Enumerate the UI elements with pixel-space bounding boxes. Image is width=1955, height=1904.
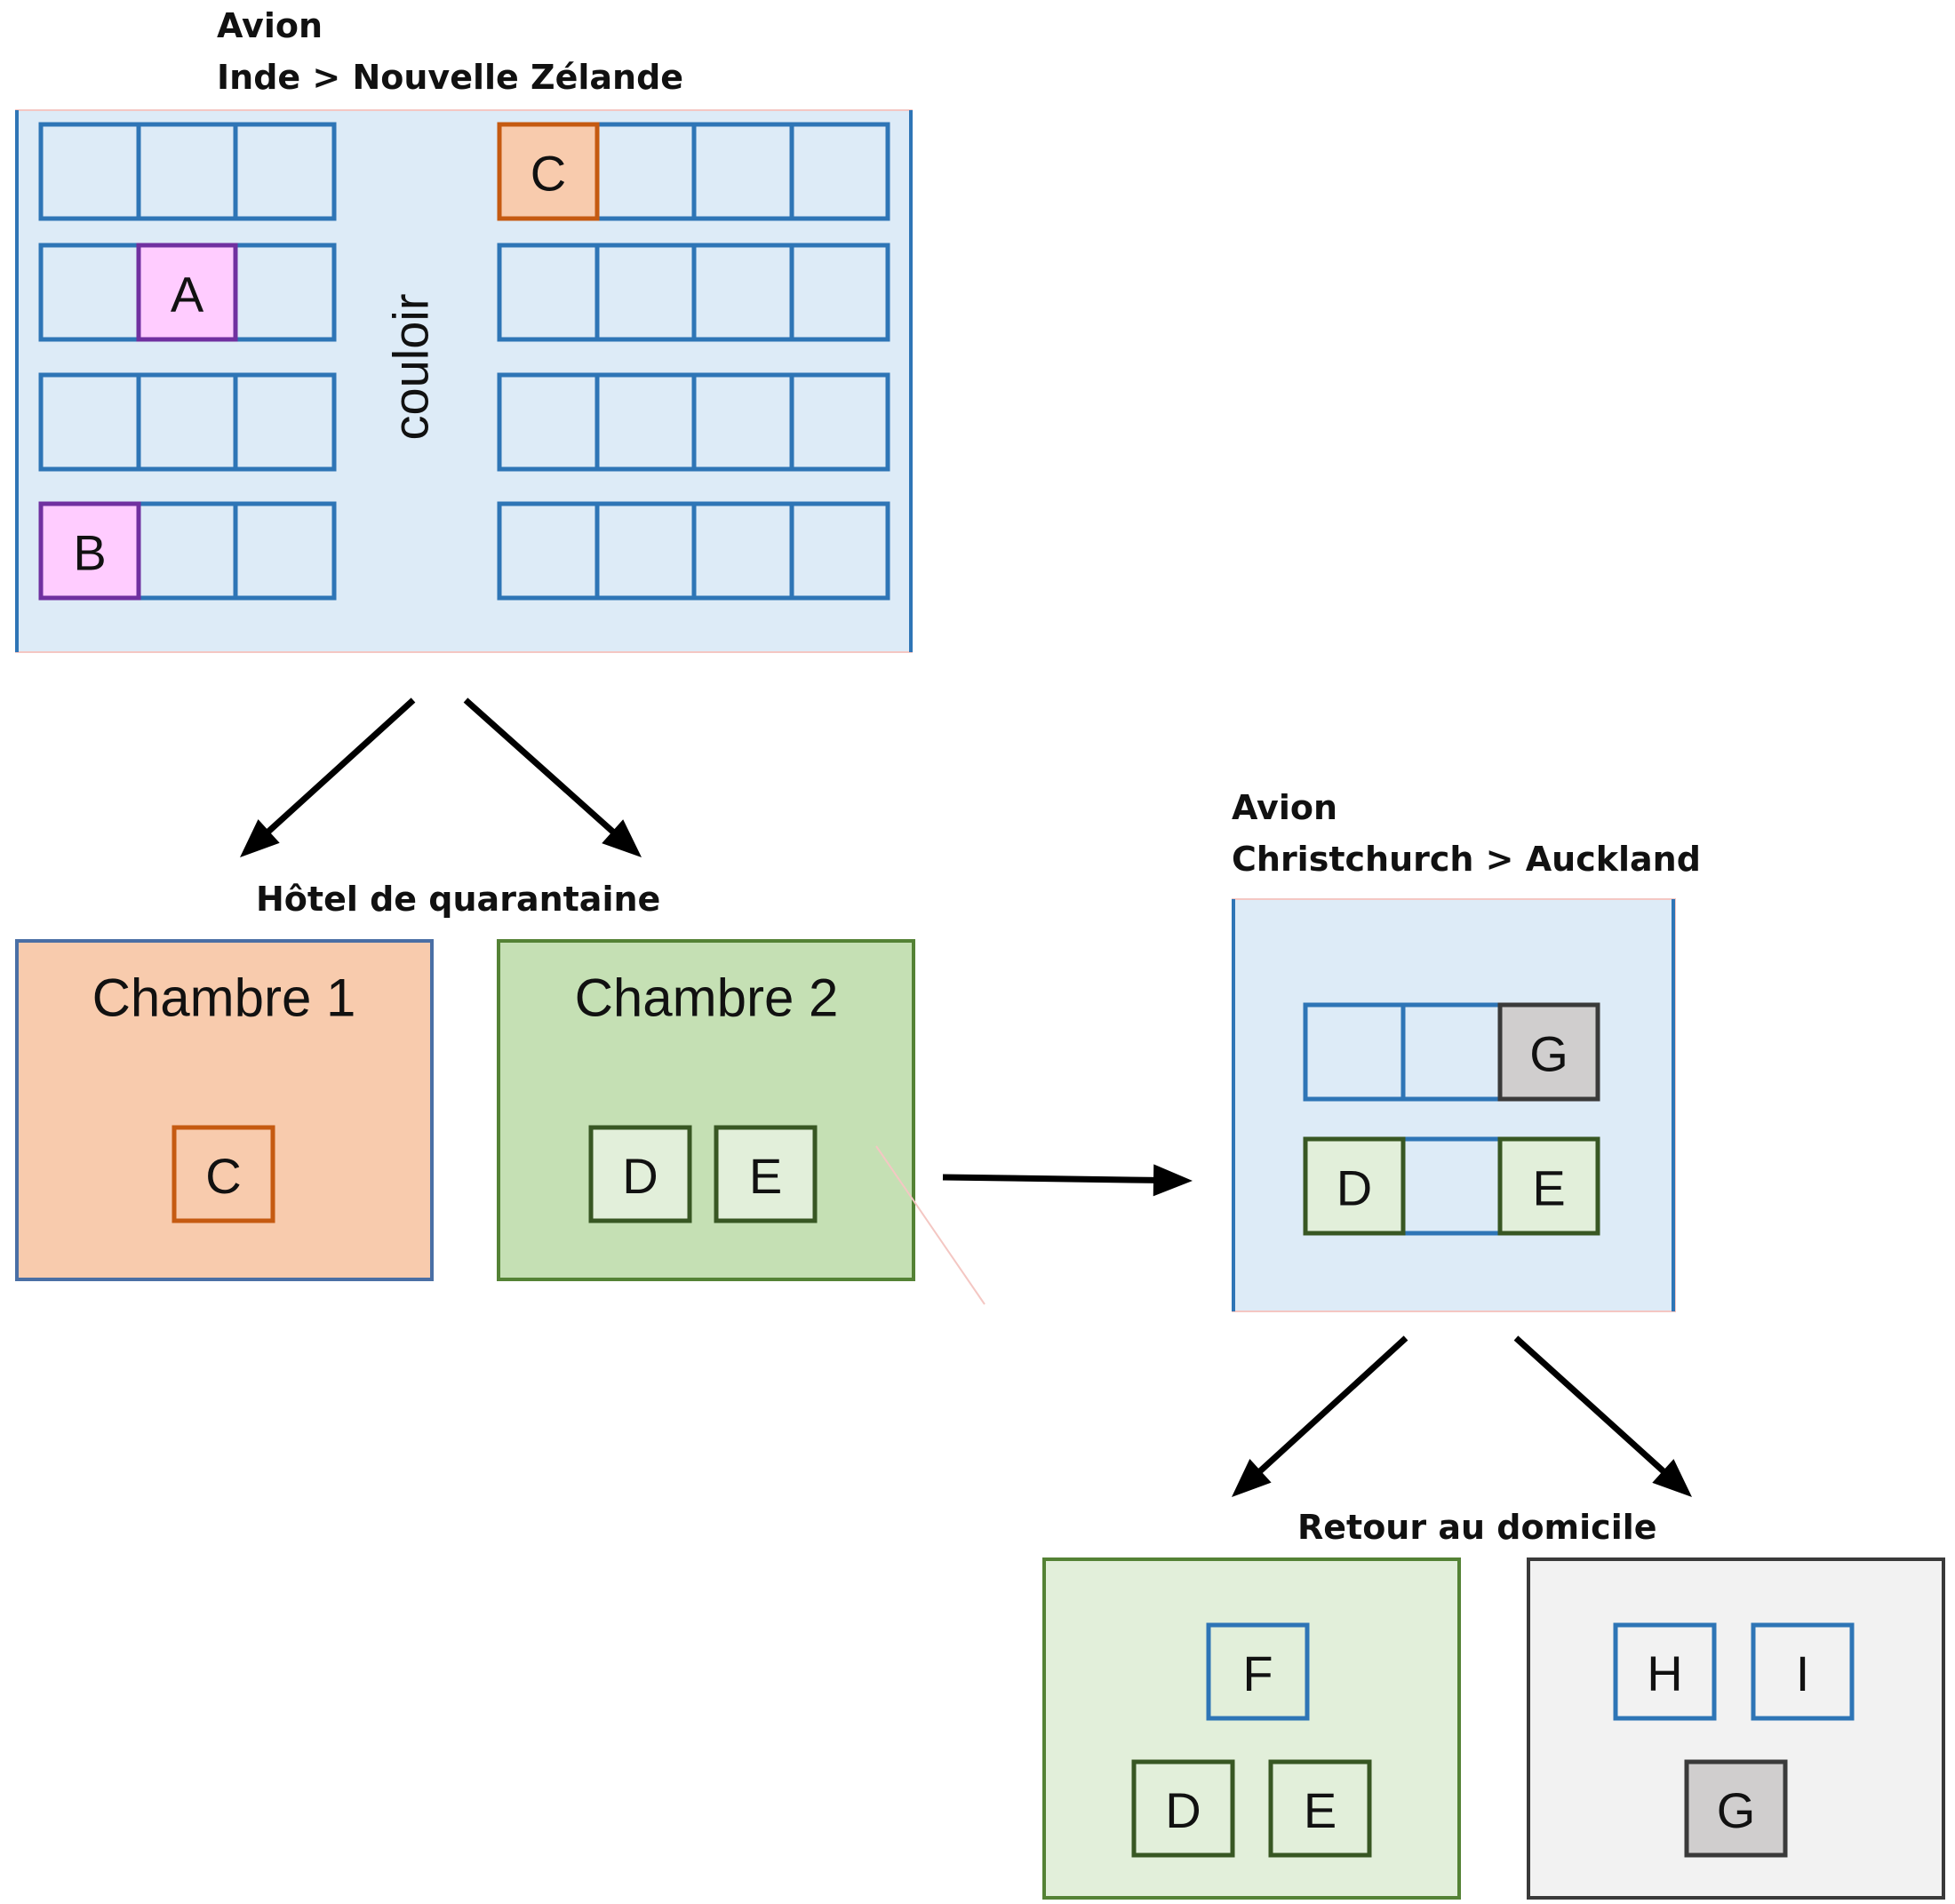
- plane1-left-row-3: [38, 372, 337, 472]
- plane1-passenger-C-box: [497, 122, 600, 221]
- plane1-cabin: [15, 109, 913, 653]
- plane2-title: Avion: [1232, 788, 1338, 827]
- arrow-plane2-to-house2-head: [1652, 1459, 1692, 1497]
- house-1-occupant-F-box: [1206, 1622, 1310, 1721]
- plane1-left-row-1: [38, 122, 337, 221]
- room-2-occupant-D-box: [588, 1125, 692, 1223]
- house-2-occupant-H-box: [1613, 1622, 1717, 1721]
- aisle-label: couloir: [383, 294, 439, 441]
- plane2-cabin: [1232, 898, 1676, 1312]
- plane2-passenger-D-label: D: [1337, 1160, 1372, 1216]
- room-1-name: Chambre 1: [92, 968, 356, 1028]
- plane1-passenger-B-label: B: [73, 525, 106, 581]
- house-2-occupant-I-box: [1751, 1622, 1855, 1721]
- arrow-plane1-to-room2-head: [602, 819, 642, 857]
- room-2-occupant-E-box: [714, 1125, 818, 1223]
- house-2-occupant-I-label: I: [1796, 1645, 1810, 1701]
- plane2-passenger-E-box: [1497, 1136, 1600, 1236]
- plane1-passenger-B-box: [38, 501, 141, 601]
- arrow-room2-to-plane2: [942, 1174, 1158, 1183]
- plane1-passenger-C-label: C: [531, 146, 566, 202]
- house-1-occupant-D-box: [1131, 1759, 1235, 1858]
- arrow-plane1-to-room1-head: [240, 819, 280, 857]
- house-1-occupant-D-label: D: [1165, 1782, 1201, 1838]
- house-2-occupant-G-label: G: [1717, 1782, 1756, 1838]
- house-2-occupant-H-label: H: [1647, 1645, 1682, 1701]
- plane1-passenger-A-box: [136, 243, 238, 342]
- hotel-label: Hôtel de quarantaine: [256, 880, 661, 919]
- stray-line: [875, 1145, 985, 1305]
- house-1: [1042, 1557, 1461, 1900]
- house-1-occupant-F-label: F: [1242, 1645, 1273, 1701]
- plane2-passenger-E-label: E: [1532, 1160, 1565, 1216]
- arrow-plane2-to-house2: [1513, 1335, 1668, 1476]
- plane1-title: Avion: [217, 6, 323, 45]
- arrow-room2-to-plane2-head: [1153, 1164, 1193, 1197]
- plane2-passenger-D-box: [1303, 1136, 1406, 1236]
- home-label: Retour au domicile: [1297, 1508, 1657, 1547]
- house-2-occupant-G-box: [1684, 1759, 1788, 1858]
- room-2-name: Chambre 2: [575, 968, 839, 1028]
- house-1-occupant-E-box: [1268, 1759, 1372, 1858]
- plane2-passenger-G-label: G: [1529, 1026, 1568, 1082]
- plane1-passenger-A-label: A: [171, 267, 204, 323]
- plane2-passenger-G-box: [1497, 1002, 1600, 1102]
- house-1-occupant-E-label: E: [1304, 1782, 1337, 1838]
- plane1-route: Inde > Nouvelle Zélande: [217, 58, 684, 97]
- arrow-plane2-to-house1: [1256, 1335, 1408, 1476]
- arrow-plane2-to-house1-head: [1232, 1459, 1272, 1497]
- plane2-route: Christchurch > Auckland: [1232, 840, 1701, 879]
- room-2: [497, 939, 915, 1281]
- arrow-plane1-to-room2: [463, 697, 618, 836]
- room-2-occupant-D-label: D: [622, 1148, 658, 1204]
- room-1-occupant-C-box: [172, 1125, 275, 1223]
- arrow-plane1-to-room1: [264, 697, 416, 836]
- room-1-occupant-C-label: C: [205, 1148, 241, 1204]
- room-2-occupant-E-label: E: [749, 1148, 782, 1204]
